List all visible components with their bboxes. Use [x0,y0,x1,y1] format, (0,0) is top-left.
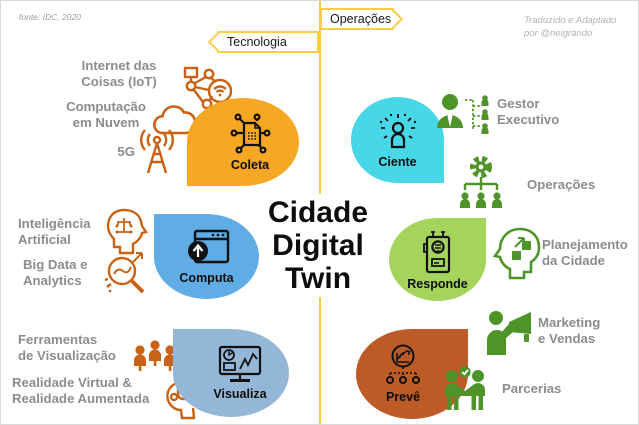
technology-tag: Tecnologia [217,31,319,53]
label-operations: Operações [527,177,596,192]
label-ai: Inteligência Artificial [18,216,91,247]
label-cloud: Computação em Nuvem [66,99,146,130]
aware-person-icon [377,111,419,153]
label-bigdata: Big Data e Analytics [23,257,88,288]
petal-visualiza: Visualiza [173,329,289,417]
label-city-planning: Planejamento da Cidade [542,237,628,268]
planning-head-icon [490,225,542,283]
analytics-magnifier-icon [103,249,151,299]
petal-visualiza-label: Visualiza [213,387,267,401]
partnership-icon [439,364,491,414]
petal-responde: Responde [389,218,486,301]
label-partnerships: Parcerias [502,381,562,396]
page-title: Cidade Digital Twin [238,194,398,297]
petal-computa: Computa [154,214,259,299]
credit-note: Traduzido e Adaptado por @neigrando [524,15,617,39]
ai-head-icon [103,207,149,257]
chip-network-icon [227,112,273,156]
technology-tag-label: Tecnologia [227,35,287,49]
petal-responde-label: Responde [407,276,468,291]
label-visualization-tools: Ferramentas de Visualização [18,332,116,363]
dashboard-monitor-icon [216,345,264,385]
gear-orgchart-icon [457,156,505,214]
label-marketing: Marketing e Vendas [538,315,601,346]
petal-ciente: Ciente [351,97,444,183]
forecast-chart-icon [380,344,426,388]
petal-preve-label: Prevê [385,390,421,404]
label-executive: Gestor Executivo [497,96,560,127]
megaphone-person-icon [483,309,535,355]
source-note: fonte: IDC, 2020 [19,12,81,22]
radio-icon [418,229,458,275]
petal-computa-label: Computa [179,270,234,285]
label-iot: Internet das Coisas (IoT) [81,58,157,89]
petal-coleta: Coleta [187,98,299,186]
executive-orgchart-icon [435,92,491,138]
app-upload-icon [184,229,230,269]
label-5g: 5G [117,144,135,159]
petal-coleta-label: Coleta [230,158,270,172]
antenna-5g-icon [135,127,179,175]
petal-ciente-label: Ciente [378,155,417,169]
label-vr-ar: Realidade Virtual & Realidade Aumentada [12,375,150,406]
operations-tag-label: Operações [330,12,392,26]
operations-tag: Operações [320,8,394,30]
visualization-people-icon [131,337,179,377]
